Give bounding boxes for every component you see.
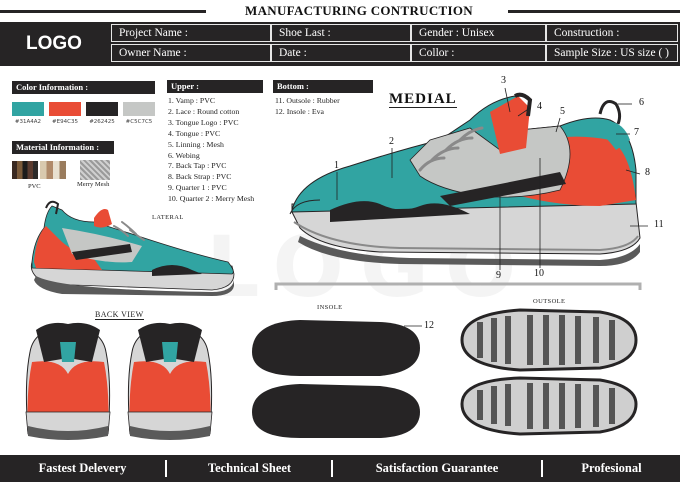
- color-hex-label: #262425: [89, 119, 115, 125]
- callout-8: 8: [645, 167, 650, 178]
- info-grid: Project Name : Shoe Last : Gender : Unis…: [111, 24, 678, 64]
- title-row: MANUFACTURING CONTRUCTION: [0, 0, 680, 22]
- owner-name-field[interactable]: Owner Name :: [111, 44, 271, 62]
- footer-bar: Fastest Delevery Technical Sheet Satisfa…: [0, 455, 680, 482]
- color-swatch-grey: [123, 102, 155, 116]
- insole-view-label: INSOLE: [317, 304, 343, 311]
- callout-6: 6: [639, 97, 644, 108]
- bottom-heading: Bottom :: [273, 80, 373, 93]
- callout-11: 11: [654, 219, 664, 230]
- back-view-illustration: [25, 322, 213, 440]
- back-view-label: BACK VIEW: [95, 310, 144, 320]
- list-item: 8. Back Strap : PVC: [168, 172, 232, 182]
- sheet-title: MANUFACTURING CONTRUCTION: [245, 3, 473, 18]
- list-item: 5. Linning : Mesh: [168, 139, 224, 149]
- lateral-view-label: LATERAL: [152, 214, 184, 221]
- color-hex-label: #C5C7C5: [125, 119, 153, 125]
- upper-heading: Upper :: [167, 80, 263, 93]
- outsole-illustration: [460, 308, 638, 436]
- pvc-material-swatch: [12, 161, 38, 179]
- callout-10: 10: [534, 268, 544, 279]
- list-item: 4. Tongue : PVC: [168, 128, 221, 138]
- color-hex-label: #31A4A2: [14, 119, 42, 125]
- construction-field[interactable]: Construction :: [546, 24, 678, 42]
- footer-professional: Profesional: [581, 461, 642, 475]
- medial-shoe-illustration: [289, 92, 641, 266]
- date-field[interactable]: Date :: [271, 44, 411, 62]
- shoe-last-field[interactable]: Shoe Last :: [271, 24, 411, 42]
- title-rule-right: [508, 10, 680, 13]
- list-item: 3. Tongue Logo : PVC: [168, 117, 239, 127]
- callout-9: 9: [496, 270, 501, 281]
- bottom-list: 11. Outsole : Rubber 12. Insole : Eva: [275, 96, 340, 118]
- callout-leaders: [336, 87, 648, 327]
- header-bar: LOGO Project Name : Shoe Last : Gender :…: [0, 22, 680, 66]
- gender-field[interactable]: Gender : Unisex: [411, 24, 546, 42]
- insole-illustration: [252, 320, 420, 438]
- material-label: Merry Mesh: [77, 181, 110, 188]
- color-swatch-black: [86, 102, 118, 116]
- callout-7: 7: [634, 127, 639, 138]
- footer-separator: [541, 460, 543, 477]
- brand-logo: LOGO: [26, 33, 82, 54]
- color-field[interactable]: Collor :: [411, 44, 546, 62]
- project-name-field[interactable]: Project Name :: [111, 24, 271, 42]
- list-item: 6. Webing: [168, 150, 200, 160]
- callout-2: 2: [389, 136, 394, 147]
- callout-5: 5: [560, 106, 565, 117]
- list-item: 2. Lace : Round cotton: [168, 106, 240, 116]
- footer-satisfaction-guarantee: Satisfaction Guarantee: [375, 461, 499, 475]
- color-hex-label: #E94C35: [52, 119, 78, 125]
- outsole-view-label: OUTSOLE: [533, 298, 566, 305]
- list-item: 9. Quarter 1 : PVC: [168, 183, 227, 193]
- callout-3: 3: [501, 75, 506, 86]
- footer-fastest-delivery: Fastest Delevery: [38, 461, 127, 475]
- mesh-material-swatch: [80, 160, 110, 180]
- callout-4: 4: [537, 101, 542, 112]
- title-rule-left: [0, 10, 206, 13]
- medial-view-label: MEDIAL: [389, 91, 457, 108]
- callout-12: 12: [424, 320, 434, 331]
- upper-list: 1. Vamp : PVC 2. Lace : Round cotton 3. …: [168, 96, 254, 205]
- list-item: 1. Vamp : PVC: [168, 96, 216, 105]
- color-swatch-teal: [12, 102, 44, 116]
- pvc-material-swatch: [40, 161, 66, 179]
- list-item: 10. Quarter 2 : Merry Mesh: [168, 194, 255, 204]
- lateral-shoe-illustration: [30, 200, 235, 296]
- list-item: 7. Back Tap : PVC: [168, 161, 227, 171]
- material-label: PVC: [28, 183, 41, 190]
- list-item: 12. Insole : Eva: [275, 106, 324, 116]
- footer-separator: [165, 460, 167, 477]
- color-info-heading: Color Information :: [12, 81, 155, 94]
- callout-1: 1: [334, 160, 339, 171]
- footer-technical-sheet: Technical Sheet: [207, 461, 292, 475]
- footer-separator: [331, 460, 333, 477]
- color-swatch-orange: [49, 102, 81, 116]
- sample-size-field[interactable]: Sample Size : US size ( ): [546, 44, 678, 62]
- material-info-heading: Material Information :: [12, 141, 114, 154]
- list-item: 11. Outsole : Rubber: [275, 96, 340, 105]
